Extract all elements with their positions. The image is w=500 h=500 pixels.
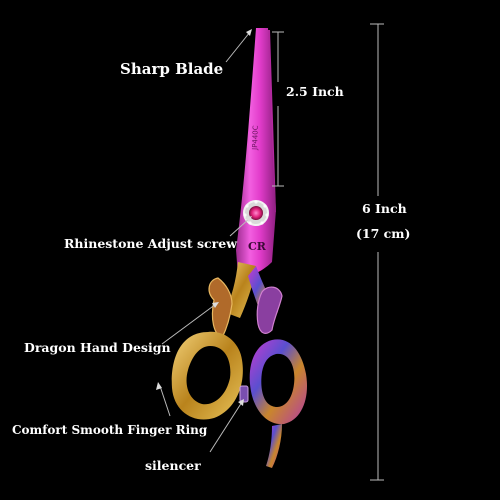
rhinestone-label: Rhinestone Adjust screw	[64, 236, 237, 251]
silencer-label: silencer	[145, 458, 201, 473]
total-length-cm-label: (17 cm)	[356, 226, 411, 241]
finger-ring-right	[249, 339, 308, 425]
silencer-bump	[239, 385, 249, 403]
dragon-design-label: Dragon Hand Design	[24, 340, 171, 355]
finger-rest	[266, 424, 282, 468]
sharp-blade-label: Sharp Blade	[120, 60, 224, 78]
blade-engraving-decor: JP440C	[251, 125, 260, 151]
total-length-label: 6 Inch	[362, 201, 407, 216]
dragon-left	[208, 277, 233, 339]
blade-length-label: 2.5 Inch	[286, 84, 344, 99]
pointer-heads	[156, 29, 252, 406]
finger-ring-label: Comfort Smooth Finger Ring	[12, 423, 208, 437]
logo-mark: CR	[248, 240, 267, 253]
pointer-lines	[159, 31, 251, 453]
finger-ring-left	[171, 331, 243, 420]
dimension-brackets	[272, 23, 384, 481]
dragon-right	[256, 286, 283, 334]
